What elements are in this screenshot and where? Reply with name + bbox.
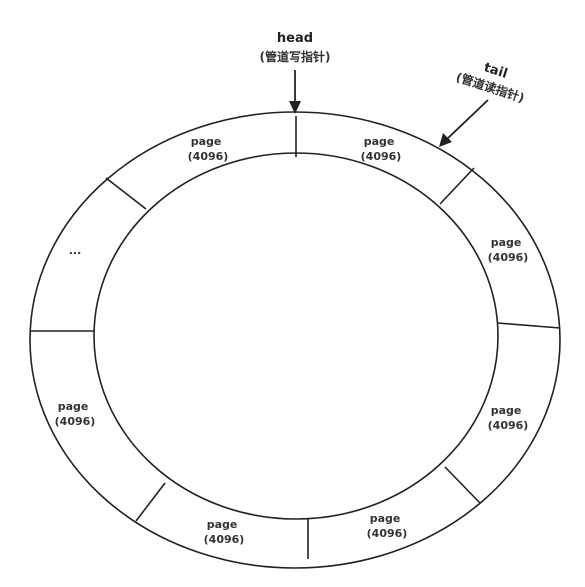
segment-label-size: (4096): [488, 251, 529, 264]
tail-pointer-label: tail: [482, 60, 509, 82]
segment-label-name: page: [58, 400, 89, 413]
segment-label: page (4096): [55, 400, 96, 428]
segment-divider: [439, 167, 475, 205]
tail-arrow-shaft: [446, 99, 489, 140]
head-arrow-head: [289, 101, 301, 114]
segment-label-size: (4096): [204, 533, 245, 546]
segment-label-size: (4096): [361, 150, 402, 163]
segment-label-size: (4096): [188, 150, 229, 163]
segment-label: page (4096): [488, 404, 529, 432]
segment-divider: [444, 466, 481, 504]
segment-label-name: page: [370, 512, 401, 525]
segment-label: page (4096): [188, 135, 229, 163]
segment-label-size: (4096): [488, 419, 529, 432]
tail-arrow-head: [439, 133, 452, 147]
segment-divider: [105, 177, 147, 210]
head-pointer-sublabel: (管道写指针): [260, 49, 331, 64]
segment-label-ellipsis: ...: [69, 244, 82, 257]
segment-divider: [135, 482, 166, 522]
segment-label: page (4096): [367, 512, 408, 540]
tail-pointer-label-group: tail (管道读指针): [454, 60, 526, 105]
segment-label-name: page: [364, 135, 395, 148]
segment-label: page (4096): [204, 518, 245, 546]
segment-label-size: (4096): [367, 527, 408, 540]
segment-label: page (4096): [361, 135, 402, 163]
segment-label: page (4096): [488, 236, 529, 264]
segment-label-name: page: [191, 135, 222, 148]
ring-inner-edge: [93, 152, 499, 520]
segment-divider: [497, 322, 561, 329]
segment-label-name: page: [491, 236, 522, 249]
head-pointer-label: head: [277, 31, 313, 46]
segment-label-name: page: [491, 404, 522, 417]
segment-label-size: (4096): [55, 415, 96, 428]
segment-label-name: page: [207, 518, 238, 531]
